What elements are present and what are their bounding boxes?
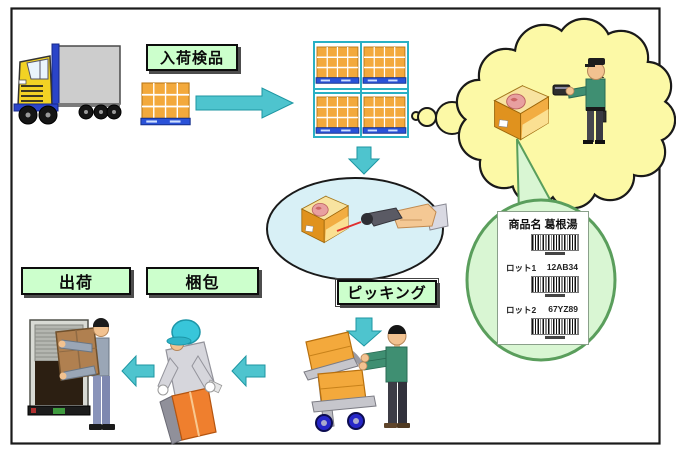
arrow-down-icon [347,146,381,175]
hand-scanner-icon [336,203,449,232]
product-name-title: 商品名 葛根湯 [508,219,578,231]
lot1-row: ロット1 12AB34 [498,262,588,274]
barcode-subtext [545,336,565,339]
arrow-left-icon [231,354,266,388]
barcode-icon [531,318,579,335]
barcode [531,276,579,297]
picking-cart-icon [303,331,377,432]
storage-rack-icon [313,41,409,138]
barcode [531,318,579,339]
barcode-subtext [545,252,565,255]
lot1-value: 12AB34 [546,262,578,272]
loading-worker-icon [55,318,115,430]
arrow-left-icon [121,354,155,388]
barcode-icon [531,234,579,251]
barcode-icon [531,276,579,293]
barcode [531,234,579,255]
step-label-packing: 梱包 [146,267,259,295]
receiving-pallet-icon [140,82,192,126]
step-label-receiving-inspection: 入荷検品 [146,44,238,71]
lot2-value: 67YZ89 [548,304,578,314]
barcode-subtext [545,294,565,297]
picking-worker-icon [358,325,410,428]
lot2-label: ロット2 [506,305,537,315]
scanner-worker-icon [552,58,607,144]
product-label-card: 商品名 葛根湯 ロット1 12AB34 ロット2 67YZ89 [497,211,589,345]
packing-worker-icon [157,319,223,445]
delivery-truck-icon [13,43,122,125]
step-label-picking: ピッキング [335,278,439,307]
arrow-down-icon [345,317,383,347]
arrow-right-icon [195,87,295,119]
step-label-shipping: 出荷 [21,267,131,295]
lot2-row: ロット2 67YZ89 [498,304,588,316]
scan-scene-ellipse [266,177,444,281]
lot1-label: ロット1 [506,263,537,273]
